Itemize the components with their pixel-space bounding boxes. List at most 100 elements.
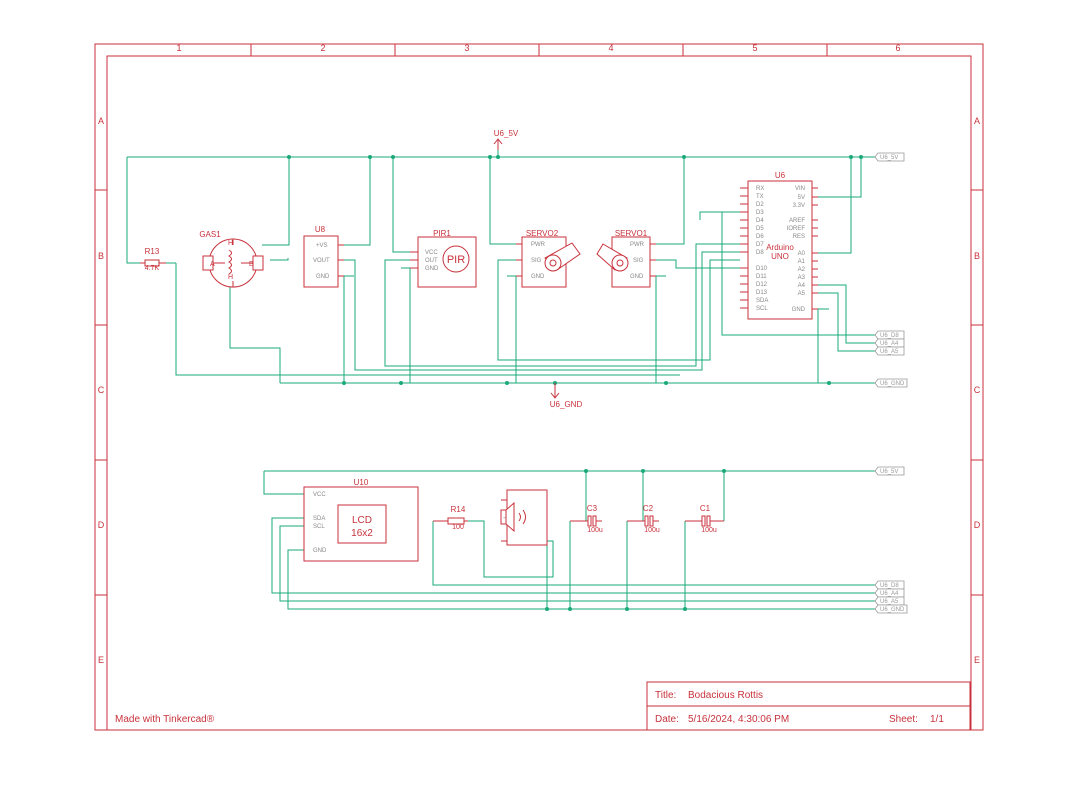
pir1-body: PIR — [447, 254, 465, 266]
servo1-pin-gnd: GND — [630, 274, 644, 280]
gnd-symbol: U6_GND — [550, 383, 583, 409]
made-with-label: Made with Tinkercad® — [115, 714, 215, 725]
net-tag: U6_A5 — [880, 349, 899, 355]
u6-name-line1: Arduino — [766, 243, 794, 252]
sensor-u8: U8 +VS VOUT GND — [303, 225, 344, 288]
r14-value: 100 — [452, 524, 464, 531]
outer-frame — [94, 43, 984, 731]
u6-pin: A0 — [798, 251, 806, 257]
row-label: B — [98, 251, 104, 261]
frame-dividers — [95, 44, 983, 596]
servo-servo2: SERVO2 PWR SIG GND — [516, 229, 581, 288]
u8-ref: U8 — [315, 225, 326, 234]
net-tag: U6_5V — [880, 155, 898, 161]
net-tag: U6_GND — [880, 381, 905, 387]
resistor-r14: R14 100 — [433, 505, 468, 531]
column-label: 4 — [608, 43, 613, 53]
u10-pin-vcc: VCC — [313, 492, 326, 498]
c1-value: 100u — [701, 527, 717, 534]
servo2-pin-gnd: GND — [531, 274, 545, 280]
u6-pin: TX — [756, 194, 764, 200]
date-label: Date: — [655, 714, 679, 725]
row-label: C — [98, 385, 105, 395]
u6-pin: 5V — [798, 195, 805, 201]
row-label: B — [974, 251, 980, 261]
u6-pin: D12 — [756, 282, 768, 288]
net-tag: U6_A4 — [880, 341, 899, 347]
u6-pin: A1 — [798, 259, 806, 265]
u10-pin-scl: SCL — [313, 524, 325, 530]
u6-pin: GND — [792, 307, 806, 313]
row-label: D — [974, 520, 981, 530]
vcc-label: U6_5V — [494, 129, 519, 138]
lcd-line1: LCD — [352, 515, 372, 526]
u6-pin: AREF — [789, 218, 805, 224]
column-label: 1 — [176, 43, 181, 53]
u6-pin: D2 — [756, 202, 764, 208]
gnd-label: U6_GND — [550, 400, 583, 409]
gas1-pin-h-bottom: H — [228, 274, 233, 281]
u6-pin: RX — [756, 186, 764, 192]
pir1-pin-vcc: VCC — [425, 250, 438, 256]
column-label: 5 — [752, 43, 757, 53]
column-label: 3 — [464, 43, 469, 53]
column-label: 2 — [320, 43, 325, 53]
servo2-pin-sig: SIG — [531, 258, 542, 264]
title-block: Title: Bodacious Rottis Date: 5/16/2024,… — [646, 681, 971, 731]
row-label: E — [98, 655, 104, 665]
u6-pin: D6 — [756, 234, 764, 240]
u6-pin: VIN — [795, 186, 805, 192]
capacitor-c2: C2 100u — [627, 504, 660, 534]
r14-ref: R14 — [451, 505, 466, 514]
junction-dots — [287, 155, 863, 385]
gas1-ref: GAS1 — [199, 230, 221, 239]
u6-pin: D7 — [756, 242, 764, 248]
gas1-pin-h-top: H — [228, 240, 233, 247]
date-value: 5/16/2024, 4:30:06 PM — [688, 714, 789, 725]
upper-net-tags: U6_5V U6_D8 U6_A4 U6_A5 U6_GND — [874, 152, 908, 388]
c1-ref: C1 — [700, 504, 711, 513]
u6-pin: D11 — [756, 274, 767, 280]
u6-left-pins: RX TX D2 D3 D4 D5 D6 D7 D8 D10 D11 D12 D… — [740, 186, 768, 312]
vcc-symbol: U6_5V — [493, 129, 519, 150]
servo1-pin-pwr: PWR — [630, 242, 645, 248]
column-label: 6 — [895, 43, 900, 53]
u10-pin-gnd: GND — [313, 548, 327, 554]
pir-sensor-pir1: PIR1 VCC OUT GND PIR — [410, 229, 477, 288]
net-tag: U6_A4 — [880, 591, 899, 597]
row-labels: A B C D E A B C D E — [98, 116, 981, 665]
resistor-r13: R13 4.7K — [140, 247, 166, 272]
pir1-pin-gnd: GND — [425, 266, 439, 272]
u6-pin: D3 — [756, 210, 764, 216]
u6-pin: SDA — [756, 298, 768, 304]
u6-pin: A3 — [798, 275, 806, 281]
u8-pin-vs: +VS — [316, 243, 328, 249]
speaker: - — [500, 489, 548, 546]
u6-pin: D8 — [756, 250, 764, 256]
u6-pin: D13 — [756, 290, 768, 296]
capacitor-c1: C1 100u — [685, 504, 724, 534]
arduino-u6: U6 Arduino UNO RX TX D2 D3 D4 D5 D6 D7 D… — [740, 171, 818, 320]
c2-ref: C2 — [643, 504, 654, 513]
u6-pin: D5 — [756, 226, 764, 232]
u6-pin: D10 — [756, 266, 768, 272]
pir1-pin-out: OUT — [425, 258, 438, 264]
net-tag: U6_D8 — [880, 333, 899, 339]
u6-name-line2: UNO — [771, 252, 789, 261]
lower-net-tags: U6_5V U6_D8 U6_A4 U6_A5 U6_GND — [874, 466, 908, 614]
lcd-u10: U10 VCC SDA SCL GND LCD 16x2 — [303, 478, 419, 562]
upper-wires — [126, 150, 878, 393]
title-label: Title: — [655, 690, 676, 701]
c3-ref: C3 — [587, 504, 598, 513]
u10-pin-sda: SDA — [313, 516, 325, 522]
capacitor-c3: C3 100u — [570, 504, 603, 534]
gas1-pin-a: A — [210, 261, 215, 268]
row-label: A — [98, 116, 104, 126]
servo-servo1: SERVO1 PWR SIG GND — [596, 229, 656, 288]
gas-sensor-gas1: GAS1 H H A B — [199, 230, 264, 288]
gas1-pin-b: B — [249, 261, 254, 268]
pir1-ref: PIR1 — [433, 229, 451, 238]
u6-pin: A2 — [798, 267, 806, 273]
net-tag: U6_5V — [880, 469, 898, 475]
servo1-ref: SERVO1 — [615, 229, 648, 238]
